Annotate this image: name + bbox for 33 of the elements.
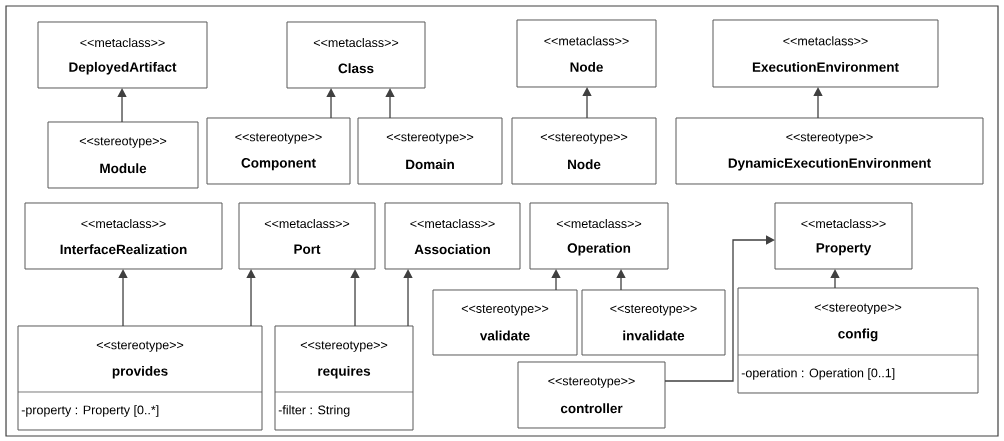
class-box: <<stereotype>> config -operation : Operation [0..1]	[737, 287, 979, 394]
generalization-arrow	[403, 269, 413, 327]
generalization-arrow	[326, 88, 336, 119]
class-box: <<metaclass>> DeployedArtifact	[37, 21, 208, 89]
generalization-arrow	[117, 88, 127, 123]
class-box: <<stereotype>> Module	[47, 121, 199, 189]
generalization-arrow	[813, 87, 823, 119]
class-box: <<metaclass>> InterfaceRealization	[24, 202, 223, 270]
class-box: <<stereotype>> controller	[517, 361, 666, 429]
generalization-arrow	[350, 269, 360, 327]
class-box: <<stereotype>> invalidate	[581, 289, 726, 356]
class-box: <<stereotype>> Node	[511, 117, 657, 185]
class-box: <<stereotype>> provides -property : Property [0..*]	[17, 325, 263, 431]
class-box: <<metaclass>> Association	[384, 202, 521, 270]
class-box: <<metaclass>> Property	[774, 202, 913, 270]
class-box: <<metaclass>> Port	[238, 202, 376, 270]
generalization-arrow	[664, 235, 775, 382]
generalization-arrow	[582, 87, 592, 119]
generalization-arrow	[246, 269, 256, 327]
class-box: <<metaclass>> Node	[516, 19, 657, 88]
generalization-arrow	[551, 269, 561, 291]
class-box: <<metaclass>> Class	[286, 21, 426, 89]
class-box: <<stereotype>> DynamicExecutionEnvironment	[675, 117, 984, 185]
generalization-arrow	[385, 88, 395, 119]
class-box: <<metaclass>> Operation	[529, 202, 669, 270]
class-box: <<metaclass>> ExecutionEnvironment	[712, 19, 939, 88]
generalization-arrow	[118, 269, 128, 327]
class-box: <<stereotype>> Domain	[357, 117, 503, 185]
generalization-arrow	[830, 269, 840, 289]
class-box: <<stereotype>> Component	[206, 117, 351, 185]
class-box: <<stereotype>> requires -filter : String	[274, 325, 414, 431]
class-box: <<stereotype>> validate	[432, 289, 578, 356]
generalization-arrow	[616, 269, 626, 291]
